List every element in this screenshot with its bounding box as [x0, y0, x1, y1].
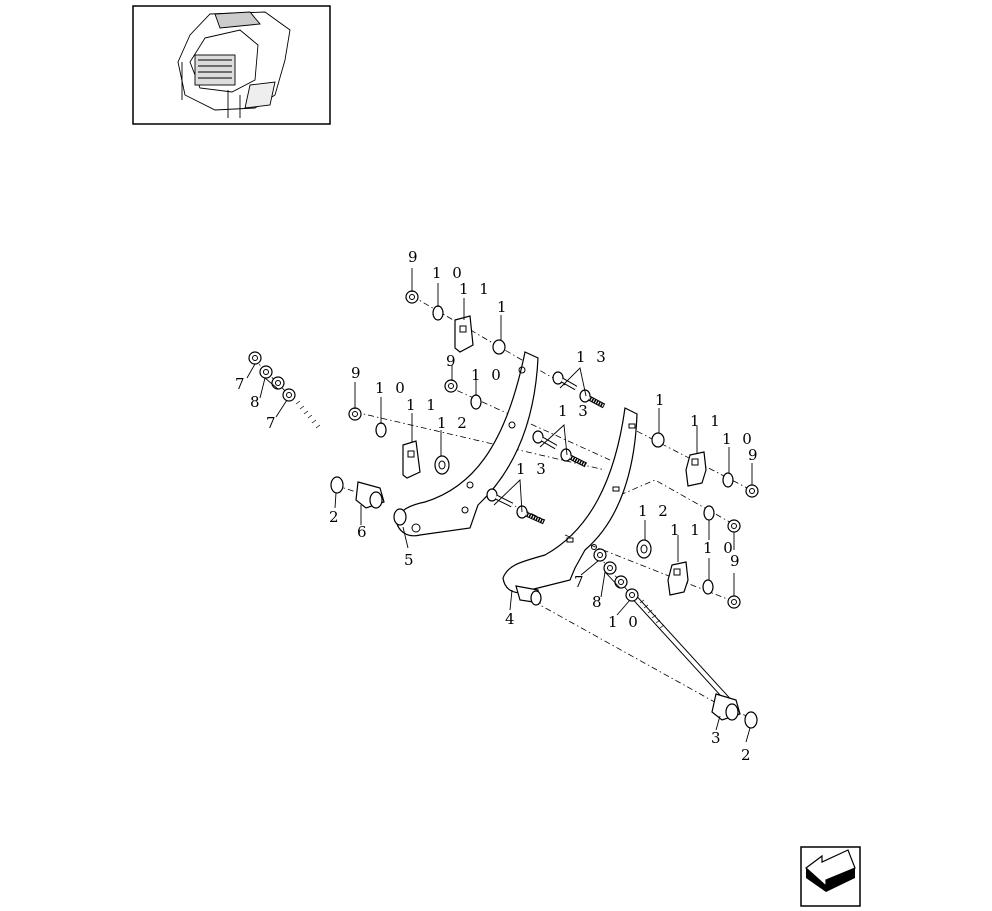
- callout-9: 9: [748, 446, 761, 464]
- callout-12: 1 2: [437, 414, 470, 432]
- callout-13: 1 3: [576, 348, 609, 366]
- callout-7: 1 0: [608, 613, 641, 631]
- callout-11: 1 1: [406, 396, 439, 414]
- callout-2: 2: [329, 508, 342, 526]
- callout-10: 1 0: [471, 366, 504, 384]
- callout-11: 1 1: [690, 412, 723, 430]
- machine-overview-thumbnail-icon[interactable]: [132, 5, 331, 125]
- callout-10: 1 0: [703, 539, 736, 557]
- callout-10: 1 0: [375, 379, 408, 397]
- callout-2: 2: [741, 746, 754, 764]
- bolts-part-13[interactable]: [486, 371, 606, 525]
- callout-7: 7: [574, 573, 587, 591]
- right-support-bracket-part-4[interactable]: [502, 407, 638, 606]
- left-tension-rod-part-6[interactable]: [290, 398, 385, 509]
- callout-5: 5: [404, 551, 417, 569]
- callout-1: 1: [497, 298, 510, 316]
- callout-8: 8: [250, 393, 263, 411]
- callout-11: 1 1: [459, 280, 492, 298]
- callout-1: 1: [655, 391, 668, 409]
- callout-10: 1 0: [432, 264, 465, 282]
- right-tension-rod-part-3[interactable]: [632, 595, 741, 721]
- left-support-bracket-part-5[interactable]: [393, 351, 539, 537]
- assembly-axis-lines: [252, 295, 756, 719]
- callout-9: 9: [446, 352, 459, 370]
- callout-9: 9: [730, 552, 743, 570]
- callout-4: 4: [505, 610, 518, 628]
- snap-ring-part-2[interactable]: [330, 476, 758, 729]
- callout-9: 9: [408, 248, 421, 266]
- clips-part-11[interactable]: [402, 315, 707, 596]
- leader-lines: [246, 268, 753, 743]
- callout-9: 9: [351, 364, 364, 382]
- callout-11: 1 1: [670, 521, 703, 539]
- callout-7: 7: [266, 414, 279, 432]
- callout-7: 7: [235, 375, 248, 393]
- navigation-arrow-icon[interactable]: [800, 846, 861, 907]
- callout-13: 1 3: [558, 402, 591, 420]
- callout-8: 8: [592, 593, 605, 611]
- callout-13: 1 3: [516, 460, 549, 478]
- callout-12: 1 2: [638, 502, 671, 520]
- callout-labels: 9 1 0 1 1 1 1 3 9 1 0 9 1 0 1 1 1 2 1 3 …: [235, 248, 761, 764]
- callout-6: 6: [357, 523, 370, 541]
- callout-10: 1 0: [722, 430, 755, 448]
- fasteners[interactable]: [248, 290, 759, 609]
- callout-3: 3: [711, 729, 724, 747]
